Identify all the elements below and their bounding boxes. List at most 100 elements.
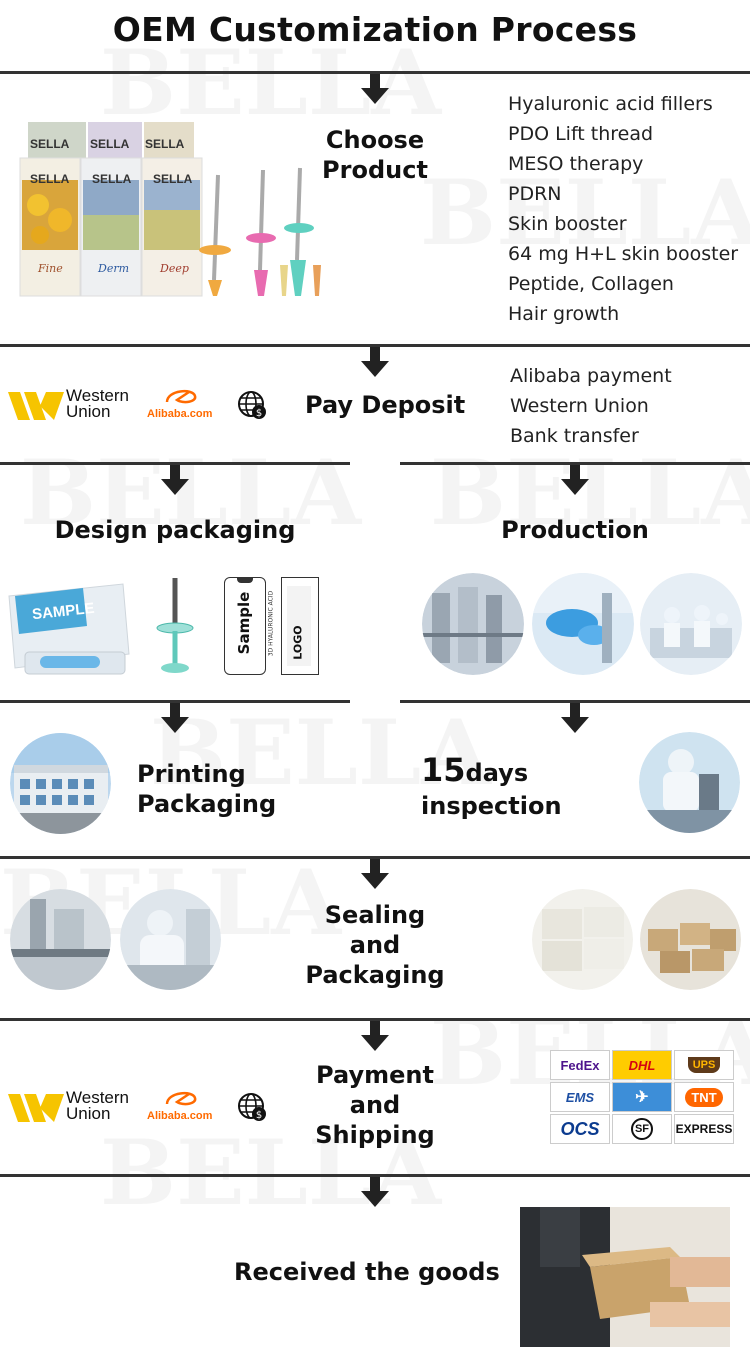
step-label-line: Packaging	[305, 961, 445, 989]
ocs-logo: OCS	[550, 1114, 610, 1144]
step-label-line: Choose	[325, 126, 425, 154]
sf-logo: SF	[612, 1114, 672, 1144]
step-printing-packaging: Printing Packaging	[137, 759, 317, 819]
inspection-lab-photo	[639, 732, 740, 833]
list-item: MESO therapy	[508, 153, 644, 175]
step-design-packaging: Design packaging	[54, 516, 296, 544]
packaging-worker-photo	[120, 889, 221, 990]
western-union-logo: Western Union	[8, 386, 143, 422]
logo-card-inner	[287, 586, 311, 666]
box-name-derm: Derm	[98, 262, 130, 275]
sample-card-label: Sample	[235, 591, 253, 655]
alibaba-logo: Alibaba.com	[147, 388, 222, 424]
list-item: Bank transfer	[510, 425, 639, 447]
factory-building-photo	[10, 733, 111, 834]
inspection-days-number: 15	[421, 751, 466, 789]
step-label-line: Payment	[316, 1061, 434, 1089]
divider	[0, 700, 350, 703]
box-brand-label: SELLA	[30, 137, 70, 151]
step-payment-shipping: Payment and Shipping	[290, 1060, 460, 1150]
sample-box-image	[8, 583, 130, 675]
western-union-text: Western Union	[66, 1088, 129, 1123]
step-label-line: Sealing	[324, 901, 426, 929]
logo-card: LOGO	[281, 577, 319, 675]
sample-card-sub: 3D HYALURONIC ACID	[267, 590, 275, 657]
step-label-line: Packaging	[137, 790, 277, 818]
down-arrow-icon	[161, 465, 189, 495]
box-brand-label: SELLA	[90, 137, 130, 151]
down-arrow-icon	[361, 74, 389, 104]
sample-syringe-image	[156, 578, 194, 673]
svg-text:$: $	[256, 1110, 262, 1121]
down-arrow-icon	[561, 703, 589, 733]
page-title: OEM Customization Process	[112, 10, 638, 49]
step-label-line: Shipping	[315, 1121, 435, 1149]
express-logo: EXPRESS	[674, 1114, 734, 1144]
ups-logo: UPS	[674, 1050, 734, 1080]
production-photo-2	[532, 573, 634, 675]
step-choose-product: Choose Product	[300, 125, 450, 185]
ems-logo: EMS	[550, 1082, 610, 1112]
down-arrow-icon	[361, 347, 389, 377]
production-photo-3	[640, 573, 742, 675]
down-arrow-icon	[561, 465, 589, 495]
step-pay-deposit: Pay Deposit	[305, 391, 466, 419]
inspection-days-unit: days	[465, 759, 529, 787]
down-arrow-icon	[361, 859, 389, 889]
sample-card-top	[237, 577, 253, 583]
bank-globe-icon: $	[238, 1093, 266, 1121]
divider	[400, 462, 750, 465]
divider	[400, 700, 750, 703]
alibaba-swirl-icon	[165, 389, 197, 404]
step-sealing-packaging: Sealing and Packaging	[290, 900, 460, 990]
divider	[0, 344, 750, 347]
fedex-logo: FedEx	[550, 1050, 610, 1080]
box-brand-label: SELLA	[92, 172, 132, 186]
bank-globe-icon: $	[238, 391, 266, 419]
carton-boxes-photo	[640, 889, 741, 990]
step-label-line: and	[349, 1091, 401, 1119]
down-arrow-icon	[161, 703, 189, 733]
divider	[0, 856, 750, 859]
western-union-text: Western Union	[66, 386, 129, 421]
dhl-logo: DHL	[612, 1050, 672, 1080]
carrier-logo-grid: FedEx DHL UPS EMS ✈ TNT OCS SF EXPRESS	[550, 1050, 735, 1146]
list-item: Peptide, Collagen	[508, 273, 674, 295]
production-photo-1	[422, 573, 524, 675]
down-arrow-icon	[361, 1021, 389, 1051]
divider	[0, 71, 750, 74]
box-name-deep: Deep	[160, 262, 189, 275]
list-item: Hair growth	[508, 303, 620, 325]
list-item: Skin booster	[508, 213, 627, 235]
step-label-line: inspection	[421, 792, 562, 820]
list-item: PDO Lift thread	[508, 123, 654, 145]
divider	[0, 462, 350, 465]
western-union-logo: Western Union	[8, 1088, 143, 1124]
alibaba-text: Alibaba.com	[147, 1110, 213, 1122]
product-boxes-image	[19, 122, 321, 297]
alibaba-logo: Alibaba.com	[147, 1090, 222, 1126]
tnt-logo: TNT	[674, 1082, 734, 1112]
logo-card-label: LOGO	[291, 625, 305, 660]
sealing-machine-photo	[10, 889, 111, 990]
step-production: Production	[501, 516, 649, 544]
product-list: Hyaluronic acid fillers PDO Lift thread …	[508, 89, 748, 329]
divider	[0, 1174, 750, 1177]
box-name-fine: Fine	[38, 262, 63, 275]
western-union-w-icon	[8, 392, 64, 420]
list-item: Alibaba payment	[510, 365, 672, 387]
step-inspection: 15days inspection	[421, 752, 621, 821]
list-item: Western Union	[510, 395, 649, 417]
delivery-photo	[520, 1207, 730, 1347]
airplane-icon: ✈	[612, 1082, 672, 1112]
sealed-product-photo	[532, 889, 633, 990]
step-label-line: and	[349, 931, 401, 959]
western-union-w-icon	[8, 1094, 64, 1122]
payment-method-list: Alibaba payment Western Union Bank trans…	[510, 361, 740, 451]
step-received-goods: Received the goods	[234, 1258, 500, 1286]
divider	[0, 1018, 750, 1021]
list-item: 64 mg H+L skin booster	[508, 243, 739, 265]
step-label-line: Printing	[137, 760, 246, 788]
alibaba-swirl-icon	[165, 1091, 197, 1106]
svg-text:$: $	[256, 408, 262, 419]
